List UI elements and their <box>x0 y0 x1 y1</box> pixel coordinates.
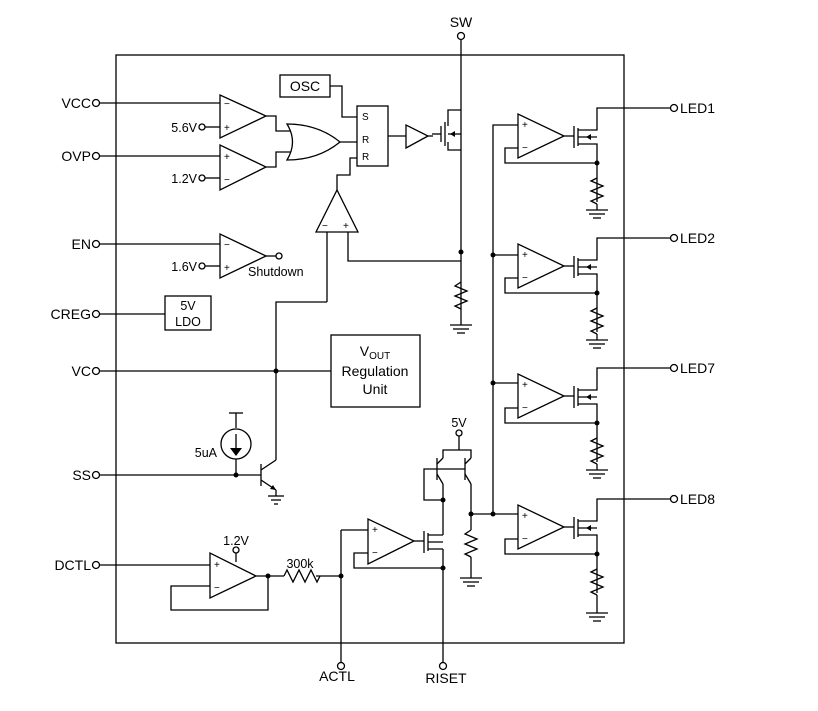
led-ref-bus <box>471 124 518 515</box>
svg-text:−: − <box>224 240 230 251</box>
shutdown-label: Shutdown <box>248 265 304 279</box>
ss-pin <box>91 470 101 480</box>
svg-text:+: + <box>522 120 528 131</box>
reg-unit-line3: Unit <box>363 381 388 397</box>
svg-text:+: + <box>214 560 220 571</box>
en-pin <box>91 239 101 249</box>
riset-pin <box>438 661 448 671</box>
current-source-label: 5uA <box>195 446 218 460</box>
svg-text:−: − <box>214 583 220 594</box>
resistor-300k <box>283 568 321 584</box>
riset-label: RISET <box>425 670 467 686</box>
svg-text:−: − <box>224 99 230 110</box>
svg-text:−: − <box>522 143 528 154</box>
latch-r2-label: R <box>362 152 369 163</box>
svg-text:−: − <box>522 403 528 414</box>
vout-label: VOUT <box>360 343 390 362</box>
ovp-pin <box>91 151 101 161</box>
softstart-transistor <box>260 459 284 505</box>
current-mirror <box>423 436 482 587</box>
vout-regulation-unit <box>330 334 421 408</box>
dctl-pin <box>91 560 101 570</box>
vc-label: VC <box>72 363 91 379</box>
svg-text:−: − <box>522 273 528 284</box>
ref-56v-label: 5.6V <box>171 121 197 135</box>
svg-text:+: + <box>224 263 230 274</box>
chip-outline <box>115 54 625 644</box>
svg-text:+: + <box>224 152 230 163</box>
power-switch-path <box>432 40 472 334</box>
supply-5v-label: 5V <box>451 416 467 430</box>
uvlo-comparator <box>219 93 268 140</box>
svg-text:−: − <box>522 534 528 545</box>
sw-label: SW <box>450 14 473 30</box>
sw-pin <box>456 31 466 41</box>
ldo-line1: 5V <box>180 299 196 313</box>
led1-pin <box>669 103 679 113</box>
led1-label: LED1 <box>680 100 715 116</box>
softstart-current-source <box>220 412 252 475</box>
creg-pin <box>91 309 101 319</box>
led8-label: LED8 <box>680 491 715 507</box>
led-channel-8: + − <box>493 498 670 622</box>
svg-text:+: + <box>343 221 349 232</box>
ref-12v-label: 1.2V <box>171 172 197 186</box>
ss-label: SS <box>72 467 91 483</box>
led7-pin <box>669 363 679 373</box>
latch-r1-label: R <box>362 135 369 146</box>
led-channel-1: + − <box>504 107 670 219</box>
osc-label: OSC <box>290 78 320 94</box>
actl-pin <box>336 661 346 671</box>
creg-label: CREG <box>51 306 91 322</box>
led8-pin <box>669 494 679 504</box>
ldo-line2: LDO <box>175 315 201 329</box>
led7-label: LED7 <box>680 360 715 376</box>
reg-unit-line2: Regulation <box>342 363 409 379</box>
ref-12v-b-label: 1.2V <box>223 534 249 548</box>
current-sense-comparator <box>314 188 360 233</box>
or-gate <box>285 123 342 161</box>
enable-comparator <box>219 232 268 280</box>
svg-text:−: − <box>322 221 328 232</box>
resistor-300k-label: 300k <box>286 557 314 571</box>
led2-pin <box>669 233 679 243</box>
dctl-label: DCTL <box>54 557 91 573</box>
sr-latch <box>356 105 389 167</box>
svg-text:+: + <box>522 511 528 522</box>
vcc-pin <box>91 98 101 108</box>
iset-amplifier <box>367 517 416 566</box>
ldo-box <box>164 295 212 331</box>
dctl-buffer <box>209 551 258 600</box>
led-channel-2: + − <box>493 237 670 349</box>
gate-driver-buffer <box>405 123 430 150</box>
led-channel-7: + − <box>493 367 670 479</box>
svg-text:+: + <box>372 525 378 536</box>
led2-label: LED2 <box>680 230 715 246</box>
vcc-label: VCC <box>61 95 91 111</box>
svg-text:+: + <box>522 250 528 261</box>
iset-mosfet <box>423 500 446 662</box>
svg-text:+: + <box>224 123 230 134</box>
ovp-comparator <box>219 143 268 192</box>
en-label: EN <box>72 236 91 252</box>
vc-pin <box>91 366 101 376</box>
svg-text:−: − <box>224 175 230 186</box>
svg-text:−: − <box>372 548 378 559</box>
svg-text:+: + <box>522 380 528 391</box>
ref-16v-label: 1.6V <box>171 260 197 274</box>
ovp-label: OVP <box>61 148 91 164</box>
latch-s-label: S <box>362 112 369 123</box>
actl-label: ACTL <box>319 668 355 684</box>
